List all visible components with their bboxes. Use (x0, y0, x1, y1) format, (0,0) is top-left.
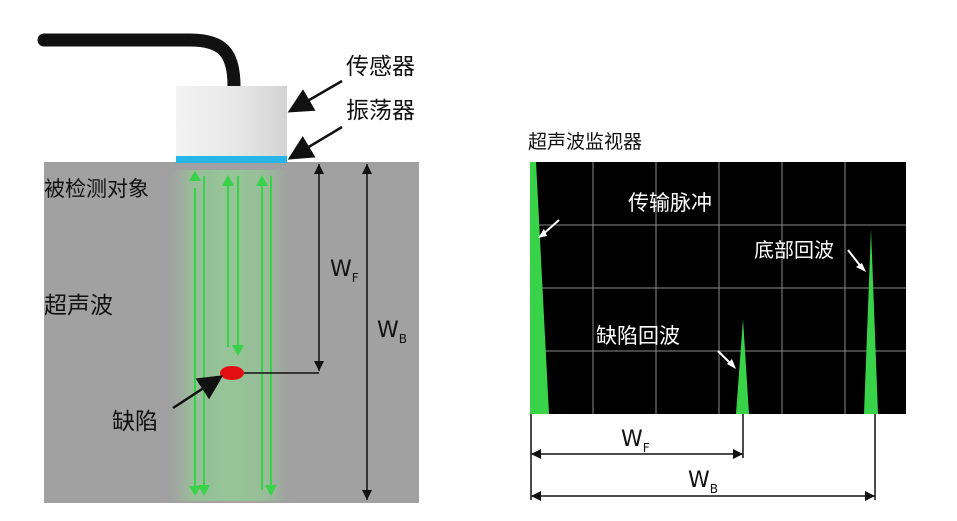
monitor-wf-label: WF (621, 427, 650, 455)
ultrasound-label: 超声波 (44, 293, 113, 319)
left-wf-sub: F (352, 271, 359, 285)
monitor-wf-arrow-left (531, 449, 541, 459)
monitor-wf-main: W (621, 427, 643, 452)
wf-arrowhead-top (314, 164, 324, 174)
defect-echo-pointer-head (727, 359, 736, 369)
sensor-label: 传感器 (346, 54, 415, 80)
oscillator-label: 振荡器 (346, 98, 415, 124)
beam-arrowhead-3 (222, 175, 234, 186)
beam-arrowhead-2 (198, 485, 210, 496)
test-object-label: 被检测对象 (44, 177, 149, 201)
left-wf-main: W (330, 257, 352, 282)
monitor-grid (530, 162, 906, 414)
beam-arrowhead-4 (232, 345, 244, 356)
monitor-wf-arrow-right (733, 449, 743, 459)
left-wf-label: WF (330, 257, 359, 285)
sensor-body (176, 86, 287, 156)
bottom-echo (864, 229, 878, 414)
left-wb-main: W (377, 318, 399, 343)
wf-arrowhead-bottom (314, 361, 324, 371)
monitor-wb-sub: B (710, 482, 718, 496)
ultrasonic-beam-arrows (189, 171, 277, 496)
left-wb-label: WB (377, 318, 407, 346)
wb-arrowhead-top (362, 164, 372, 174)
defect-echo (736, 319, 749, 414)
beam-arrowhead-1a (189, 171, 201, 181)
defect-label: 缺陷 (112, 409, 158, 435)
oscillator-strip (176, 156, 287, 163)
left-wb-sub: B (399, 332, 407, 346)
beam-arrowhead-1b (189, 486, 201, 496)
beam-arrowhead-5 (256, 175, 268, 186)
monitor-wb-arrow-right (865, 491, 875, 501)
transmit-pulse-echo (530, 162, 549, 414)
monitor-wf-sub: F (643, 441, 650, 455)
sensor-pointer (287, 79, 343, 113)
monitor-title: 超声波监视器 (528, 131, 642, 153)
bottom-echo-label: 底部回波 (754, 238, 834, 262)
monitor-wb-label: WB (688, 468, 718, 496)
sensor-cable (37, 33, 241, 93)
wb-arrowhead-bottom (362, 490, 372, 500)
monitor-wb-main: W (688, 468, 710, 493)
monitor-wb-arrow-left (531, 491, 541, 501)
defect-echo-label: 缺陷回波 (596, 324, 680, 348)
left-diagram: WF WB 传感器 振荡器 被检测对象 超声波 缺陷 (37, 33, 419, 503)
defect-pointer (172, 375, 224, 410)
ultrasonic-monitor: 超声波监视器 传输脉冲 底部回波 缺陷回波 (528, 131, 906, 501)
defect-marker (220, 366, 244, 380)
bottom-echo-pointer-head (856, 263, 866, 272)
transmit-pulse-pointer-head (538, 229, 547, 238)
transmit-pulse-label: 传输脉冲 (628, 191, 712, 215)
beam-arrowhead-6 (265, 485, 277, 496)
oscillator-pointer (287, 125, 343, 160)
